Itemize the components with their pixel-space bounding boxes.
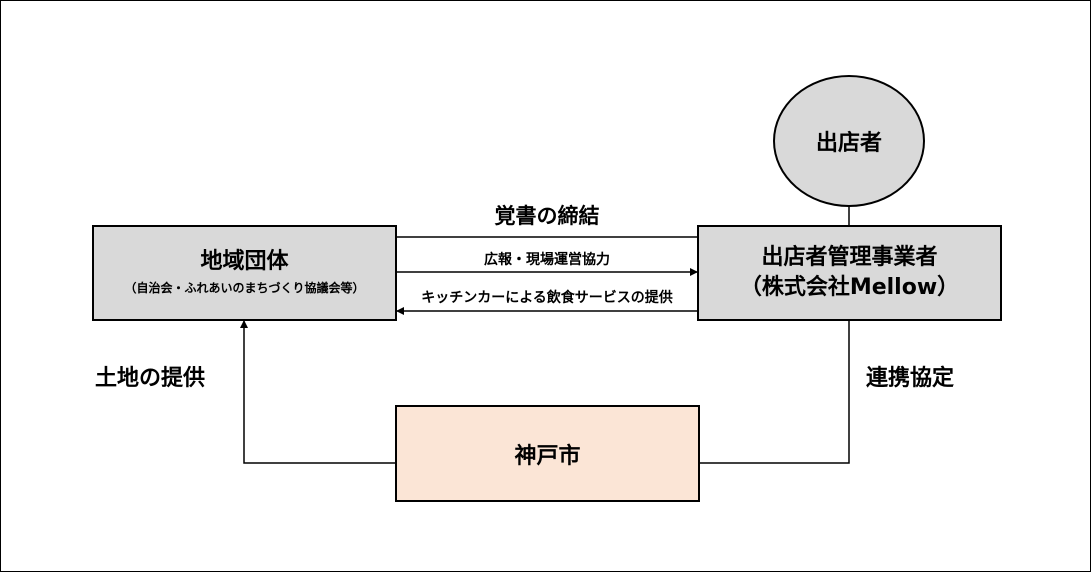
kobe-city-label: 神戸市 xyxy=(514,443,581,469)
vendor-management-operator-box: 出店者管理事業者 （株式会社Mellow） xyxy=(697,225,1002,321)
operator-company: （株式会社Mellow） xyxy=(739,275,960,300)
pr-cooperation-label: 広報・現場運営協力 xyxy=(484,252,610,268)
kobe-city-box: 神戸市 xyxy=(395,405,700,502)
operator-title: 出店者管理事業者 xyxy=(761,245,938,270)
land-provision-label: 土地の提供 xyxy=(95,366,206,391)
food-service-label: キッチンカーによる飲食サービスの提供 xyxy=(421,290,673,306)
vendors-circle: 出店者 xyxy=(773,75,925,207)
vendors-label: 出店者 xyxy=(815,131,882,156)
land-provision-arrow xyxy=(240,320,396,464)
partnership-line xyxy=(698,320,850,464)
community-subtitle: （自治会・ふれあいのまちづくり協議会等） xyxy=(124,281,365,295)
community-organization-box: 地域団体 （自治会・ふれあいのまちづくり協議会等） xyxy=(92,225,397,321)
partnership-label: 連携協定 xyxy=(866,366,955,391)
memorandum-label: 覚書の締結 xyxy=(494,204,600,228)
community-title: 地域団体 xyxy=(200,249,289,274)
